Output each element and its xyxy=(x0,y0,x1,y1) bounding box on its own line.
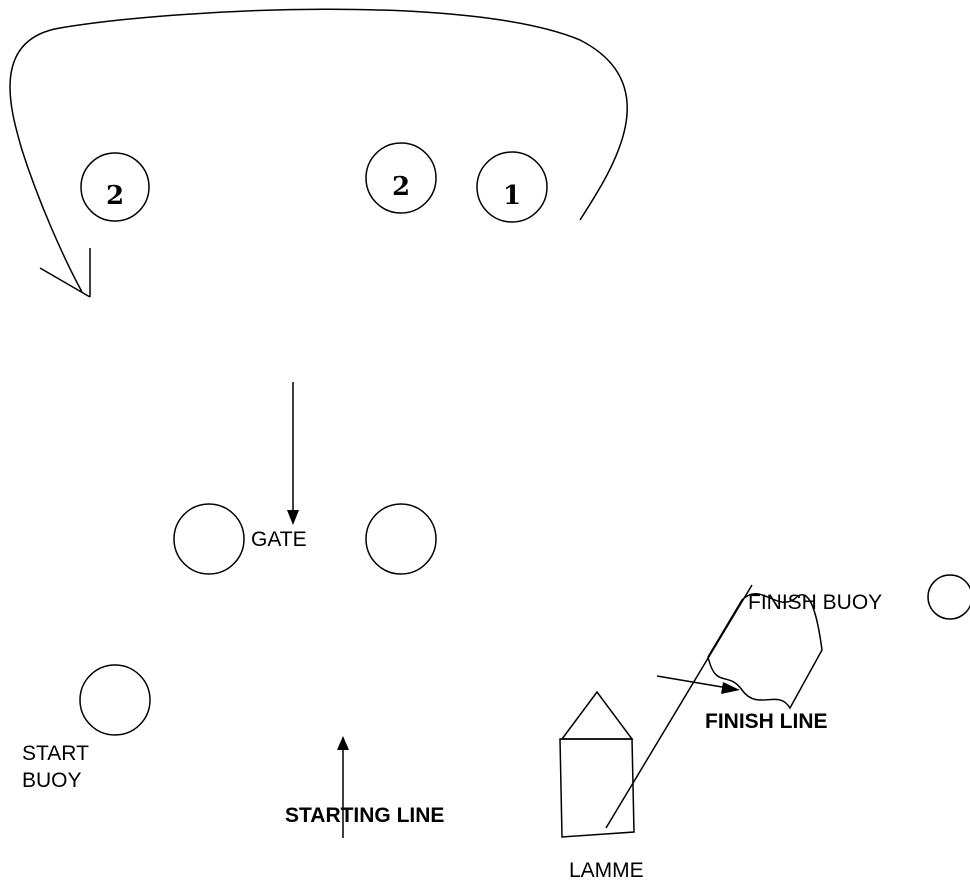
flag-cloth xyxy=(707,593,823,710)
starting-line-label: STARTING LINE xyxy=(285,804,444,827)
finish-line-label: FINISH LINE xyxy=(705,710,828,733)
finish-line-arrow xyxy=(656,675,740,694)
finish-arrowhead xyxy=(721,682,740,694)
house-icon xyxy=(559,690,635,838)
arrowhead-diagonal xyxy=(39,267,91,298)
buoy-2-left: 2 xyxy=(80,152,150,222)
flag-icon xyxy=(605,584,823,829)
start-buoy xyxy=(79,664,151,736)
flag-pole xyxy=(605,584,753,829)
course-turn-arrow xyxy=(9,8,628,298)
up-arrowhead xyxy=(337,736,349,750)
buoy-1-number: 1 xyxy=(503,181,521,211)
buoy-2-left-number: 2 xyxy=(106,181,124,211)
finish-buoy-label: FINISH BUOY xyxy=(748,591,882,614)
buoy-2-middle: 2 xyxy=(365,142,437,214)
up-arrow xyxy=(337,736,349,838)
buoy-2-middle-number: 2 xyxy=(392,172,410,202)
gate-buoy-left xyxy=(173,503,245,575)
gate-buoy-right xyxy=(365,503,437,575)
buoy-1: 1 xyxy=(476,151,548,223)
start-buoy-label-line1: START xyxy=(22,742,89,765)
curved-arrow-icon xyxy=(9,8,628,293)
gate-label: GATE xyxy=(251,528,307,551)
down-arrowhead xyxy=(287,510,299,525)
finish-buoy xyxy=(927,574,970,620)
start-buoy-label-line2: BUOY xyxy=(22,769,82,792)
lamme-label: LAMME xyxy=(569,859,644,882)
down-arrow xyxy=(287,382,299,525)
